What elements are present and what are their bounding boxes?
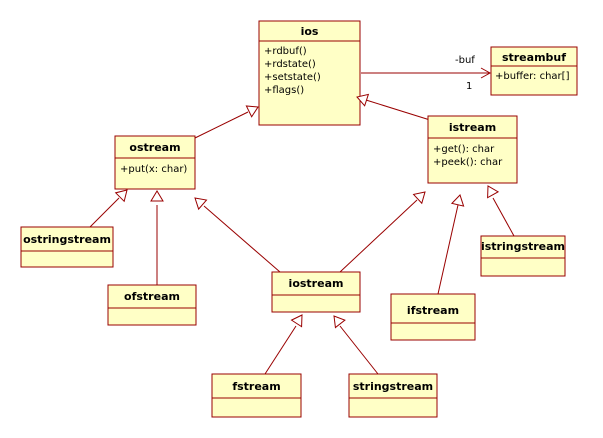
class-fstream-name: fstream — [232, 380, 280, 393]
gen-arrowhead-ifstream-istream — [450, 194, 465, 207]
class-ios-box — [258, 20, 361, 126]
class-ios[interactable]: ios +rdbuf() +rdstate() +setstate() +fla… — [258, 20, 361, 126]
gen-line-ostringstream-ostream — [89, 197, 120, 228]
class-ifstream-name: ifstream — [407, 304, 459, 317]
association-buf: -buf 1 — [361, 55, 492, 92]
gen-arrowhead-ostringstream-ostream — [114, 189, 128, 203]
class-ostream-name: ostream — [129, 141, 180, 154]
class-iostream-box — [271, 271, 361, 313]
class-iostream-name: iostream — [289, 277, 344, 290]
class-istream-member: +peek(): char — [433, 157, 503, 168]
gen-line-ostream-ios — [194, 111, 249, 139]
gen-arrowhead-fstream-iostream — [290, 314, 303, 328]
class-ostringstream-name: ostringstream — [23, 233, 111, 246]
class-istream-name: istream — [449, 121, 496, 134]
class-streambuf-name: streambuf — [502, 51, 566, 64]
class-ostringstream[interactable]: ostringstream — [20, 226, 114, 268]
class-istream[interactable]: istream +get(): char +peek(): char — [427, 115, 518, 184]
gen-arrowhead-istringstream-istream — [487, 185, 500, 199]
class-streambuf-member: +buffer: char[] — [495, 71, 570, 82]
gen-arrowhead-iostream-istream — [412, 191, 426, 205]
assoc-multiplicity-label: 1 — [466, 81, 472, 92]
gen-line-istream-ios — [365, 99, 431, 121]
class-istringstream[interactable]: istringstream — [480, 235, 566, 277]
class-streambuf[interactable]: streambuf +buffer: char[] — [490, 46, 578, 96]
class-ostream-box — [114, 135, 196, 190]
class-iostream[interactable]: iostream — [271, 271, 361, 313]
class-ofstream[interactable]: ofstream — [107, 284, 197, 326]
class-istream-box — [427, 115, 518, 184]
class-streambuf-box — [490, 46, 578, 96]
gen-arrowhead-stringstream-iostream — [333, 315, 346, 329]
gen-arrowhead-iostream-ostream — [194, 197, 208, 211]
class-fstream-box — [211, 373, 302, 418]
gen-arrowhead-istream-ios — [356, 93, 370, 107]
generalization-lines — [89, 99, 515, 375]
gen-arrowhead-ofstream-ostream — [150, 190, 164, 202]
gen-line-iostream-ostream — [203, 205, 281, 273]
class-ios-member: +rdstate() — [264, 59, 316, 70]
class-ostream-member: +put(x: char) — [120, 164, 187, 175]
class-ios-name: ios — [301, 25, 319, 38]
generalization-arrowheads — [114, 93, 500, 329]
class-ostringstream-box — [20, 226, 114, 268]
class-ios-member: +rdbuf() — [264, 46, 307, 57]
gen-line-ifstream-istream — [437, 204, 459, 295]
class-ios-member: +setstate() — [264, 72, 321, 83]
class-ios-member: +flags() — [264, 85, 304, 96]
class-ofstream-name: ofstream — [124, 290, 180, 303]
class-ostream[interactable]: ostream +put(x: char) — [114, 135, 196, 190]
class-ifstream[interactable]: ifstream — [390, 293, 476, 341]
assoc-arrowhead — [480, 67, 492, 79]
gen-line-stringstream-iostream — [339, 325, 379, 375]
class-istringstream-box — [480, 235, 566, 277]
class-stringstream[interactable]: stringstream — [348, 373, 438, 418]
class-ofstream-box — [107, 284, 197, 326]
class-stringstream-box — [348, 373, 438, 418]
class-istream-member: +get(): char — [433, 144, 495, 155]
class-stringstream-name: stringstream — [353, 380, 433, 393]
class-istringstream-name: istringstream — [481, 240, 565, 253]
assoc-role-label: -buf — [455, 55, 475, 66]
gen-arrowhead-ostream-ios — [245, 105, 259, 118]
gen-line-istringstream-istream — [492, 197, 515, 237]
class-fstream[interactable]: fstream — [211, 373, 302, 418]
class-ifstream-box — [390, 293, 476, 341]
gen-line-fstream-iostream — [264, 325, 297, 375]
gen-line-iostream-istream — [339, 199, 418, 273]
